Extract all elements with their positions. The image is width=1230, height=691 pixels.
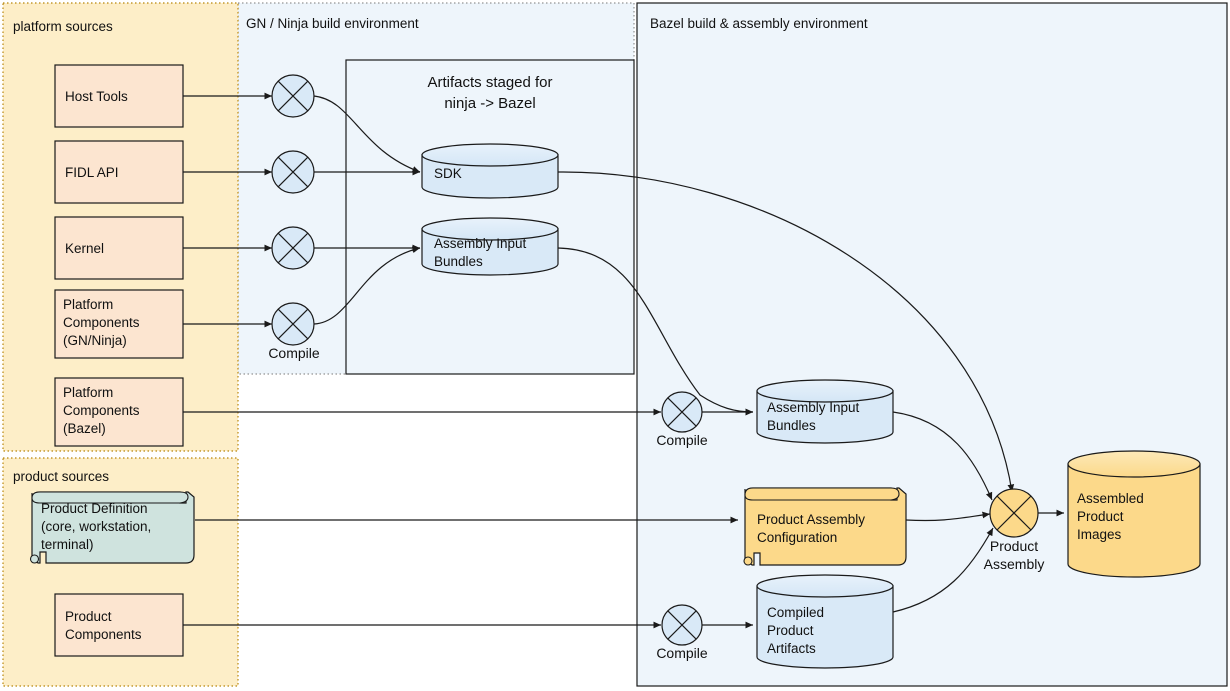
note-product-definition-line1: Product Definition: [41, 501, 148, 516]
compile-node-kernel[interactable]: [271, 226, 315, 270]
platform-sources-label: platform sources: [13, 19, 113, 34]
cylinder-cpa-top: [756, 574, 894, 598]
cylinder-assembly-input-bundles-bazel[interactable]: Assembly Input Bundles: [756, 379, 894, 444]
cylinder-aib-ninja-body[interactable]: [421, 228, 559, 276]
compile-label-bazel-2: Compile: [656, 645, 708, 661]
source-box-kernel-rect[interactable]: [54, 216, 184, 280]
product-assembly-label-line2: Assembly: [984, 556, 1045, 572]
note-product-definition-line3: terminal): [41, 537, 94, 552]
note-pac-bottom-roll: [743, 556, 753, 566]
source-box-kernel-label: Kernel: [65, 241, 104, 256]
note-product-assembly-configuration[interactable]: Product Assembly Configuration: [743, 487, 907, 566]
cylinder-assembled-product-images[interactable]: Assembled Product Images: [1067, 450, 1201, 578]
compile-cross-icon: [277, 232, 309, 264]
compile-cross-icon: [277, 156, 309, 188]
cylinder-cpa-line1: Compiled: [767, 605, 824, 620]
edge-compile1-to-sdk: [313, 95, 421, 173]
note-pac-line2: Configuration: [757, 530, 837, 545]
cylinder-aib-ninja-line2: Bundles: [434, 254, 483, 269]
source-box-platform-components-gn-ninja[interactable]: Platform Components (GN/Ninja): [54, 289, 184, 359]
artifacts-staged-box: Artifacts staged for ninja -> Bazel: [345, 59, 635, 375]
edge-ninja-aib-to-bazel-aib: [557, 247, 754, 416]
product-assembly-label-line1: Product: [990, 538, 1038, 554]
note-pac-top-roll: [744, 487, 900, 501]
cylinder-sdk[interactable]: SDK: [421, 143, 559, 199]
compile-node-platform-components[interactable]: Compile: [268, 302, 320, 361]
edge-sdk-to-product-assembly: [557, 171, 1015, 493]
source-box-platform-components-bazel-rect[interactable]: [54, 377, 184, 447]
cylinder-api-line2: Product: [1077, 509, 1124, 524]
cylinder-aib-bazel-body[interactable]: [756, 390, 894, 444]
cylinder-aib-ninja-line1: Assembly Input: [434, 236, 527, 251]
cylinder-cpa-line2: Product: [767, 623, 814, 638]
source-box-pc-gn-line1: Platform: [63, 297, 113, 312]
compile-node-bazel-product[interactable]: Compile: [656, 604, 708, 661]
source-box-fidl-api-label: FIDL API: [65, 165, 119, 180]
edge-compile4-to-aib: [313, 246, 421, 325]
compile-node-fidl-api[interactable]: [271, 150, 315, 194]
note-pac-line1: Product Assembly: [757, 512, 865, 527]
compile-cross-icon: [277, 80, 309, 112]
cylinder-api-line1: Assembled: [1077, 491, 1144, 506]
source-box-product-components-rect[interactable]: [54, 593, 184, 657]
gn-ninja-environment-label: GN / Ninja build environment: [246, 16, 419, 31]
bazel-environment: Bazel build & assembly environment: [636, 2, 1228, 687]
product-assembly-node[interactable]: Product Assembly: [984, 488, 1045, 572]
compile-cross-icon: [277, 308, 309, 340]
edge-cpa-to-product-assembly: [892, 527, 994, 613]
source-box-host-tools[interactable]: Host Tools: [54, 64, 184, 128]
source-box-product-components-line1: Product: [65, 609, 112, 624]
cylinder-aib-bazel-line1: Assembly Input: [767, 400, 860, 415]
compile-cross-icon: [667, 397, 697, 427]
cylinder-api-top: [1067, 450, 1201, 478]
edge-pac-to-product-assembly: [905, 511, 991, 522]
source-box-pc-bazel-line2: Components: [63, 403, 140, 418]
compile-node-host-tools[interactable]: [271, 74, 315, 118]
compile-node-bazel-platform[interactable]: Compile: [656, 391, 708, 448]
compile-label-bazel-1: Compile: [656, 432, 708, 448]
compile-cross-icon: [667, 610, 697, 640]
source-box-pc-bazel-line1: Platform: [63, 385, 113, 400]
cylinder-cpa-line3: Artifacts: [767, 641, 816, 656]
source-box-host-tools-rect[interactable]: [54, 64, 184, 128]
compile-label-gn-ninja: Compile: [268, 345, 320, 361]
source-box-product-components[interactable]: Product Components: [54, 593, 184, 657]
artifacts-staged-label-line1: Artifacts staged for: [427, 74, 552, 91]
product-assembly-cross-icon: [996, 495, 1032, 531]
cylinder-cpa-body[interactable]: [756, 585, 894, 669]
edges: [183, 92, 1064, 629]
cylinder-api-body[interactable]: [1067, 463, 1201, 578]
cylinder-api-line3: Images: [1077, 527, 1122, 542]
source-box-pc-bazel-line3: (Bazel): [63, 421, 106, 436]
note-product-definition-bottom-roll: [29, 554, 40, 564]
note-product-definition-line2: (core, workstation,: [41, 519, 151, 534]
source-box-pc-gn-line3: (GN/Ninja): [63, 333, 127, 348]
cylinder-aib-bazel-line2: Bundles: [767, 418, 816, 433]
bazel-environment-boundary: [636, 2, 1228, 687]
product-sources-label: product sources: [13, 469, 109, 484]
cylinder-compiled-product-artifacts[interactable]: Compiled Product Artifacts: [756, 574, 894, 669]
cylinder-sdk-top: [421, 143, 559, 167]
artifacts-staged-boundary: [345, 59, 635, 375]
note-product-definition[interactable]: Product Definition (core, workstation, t…: [29, 491, 195, 564]
bazel-environment-label: Bazel build & assembly environment: [650, 16, 868, 31]
source-box-fidl-api-rect[interactable]: [54, 140, 184, 204]
note-product-definition-top-roll: [31, 491, 189, 504]
edge-bazel-aib-to-product-assembly: [892, 411, 993, 501]
cylinder-assembly-input-bundles-ninja[interactable]: Assembly Input Bundles: [421, 217, 559, 276]
source-box-product-components-line2: Components: [65, 627, 142, 642]
source-box-kernel[interactable]: Kernel: [54, 216, 184, 280]
source-box-host-tools-label: Host Tools: [65, 89, 128, 104]
cylinder-sdk-body[interactable]: [421, 154, 559, 199]
source-box-pc-gn-line2: Components: [63, 315, 140, 330]
source-box-platform-components-bazel[interactable]: Platform Components (Bazel): [54, 377, 184, 447]
cylinder-sdk-label: SDK: [434, 166, 462, 181]
source-box-fidl-api[interactable]: FIDL API: [54, 140, 184, 204]
source-box-platform-components-gn-ninja-rect[interactable]: [54, 289, 184, 359]
cylinder-aib-bazel-top: [756, 379, 894, 403]
artifacts-staged-label-line2: ninja -> Bazel: [444, 95, 535, 112]
cylinder-aib-ninja-top: [421, 217, 559, 241]
